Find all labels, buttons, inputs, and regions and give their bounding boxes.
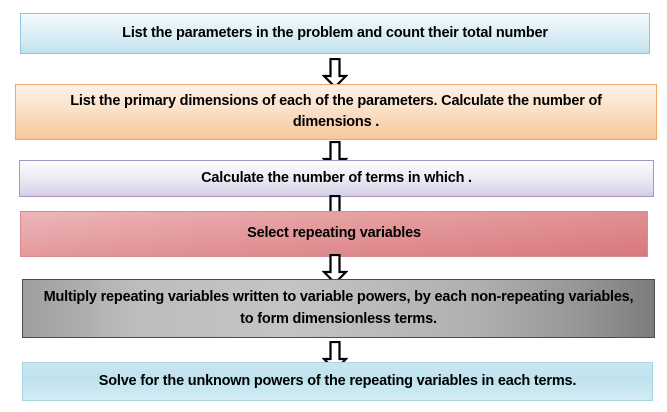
flow-step-1: List the parameters in the problem and c…	[20, 13, 650, 54]
flow-step-6: Solve for the unknown powers of the repe…	[22, 362, 653, 401]
flow-step-2: List the primary dimensions of each of t…	[15, 84, 657, 140]
flow-step-1-label: List the parameters in the problem and c…	[122, 24, 548, 41]
flow-step-4: Select repeating variables	[20, 211, 648, 257]
flow-step-6-label: Solve for the unknown powers of the repe…	[98, 372, 577, 389]
flow-step-5: Multiply repeating variables written to …	[22, 279, 655, 338]
flow-step-3-label: Calculate the number of terms in which .	[201, 169, 472, 186]
flow-step-3: Calculate the number of terms in which .	[19, 160, 654, 197]
flow-step-4-label: Select repeating variables	[247, 225, 421, 242]
flow-step-5-label: Multiply repeating variables written to …	[43, 289, 634, 327]
flow-step-2-label: List the primary dimensions of each of t…	[70, 92, 602, 130]
